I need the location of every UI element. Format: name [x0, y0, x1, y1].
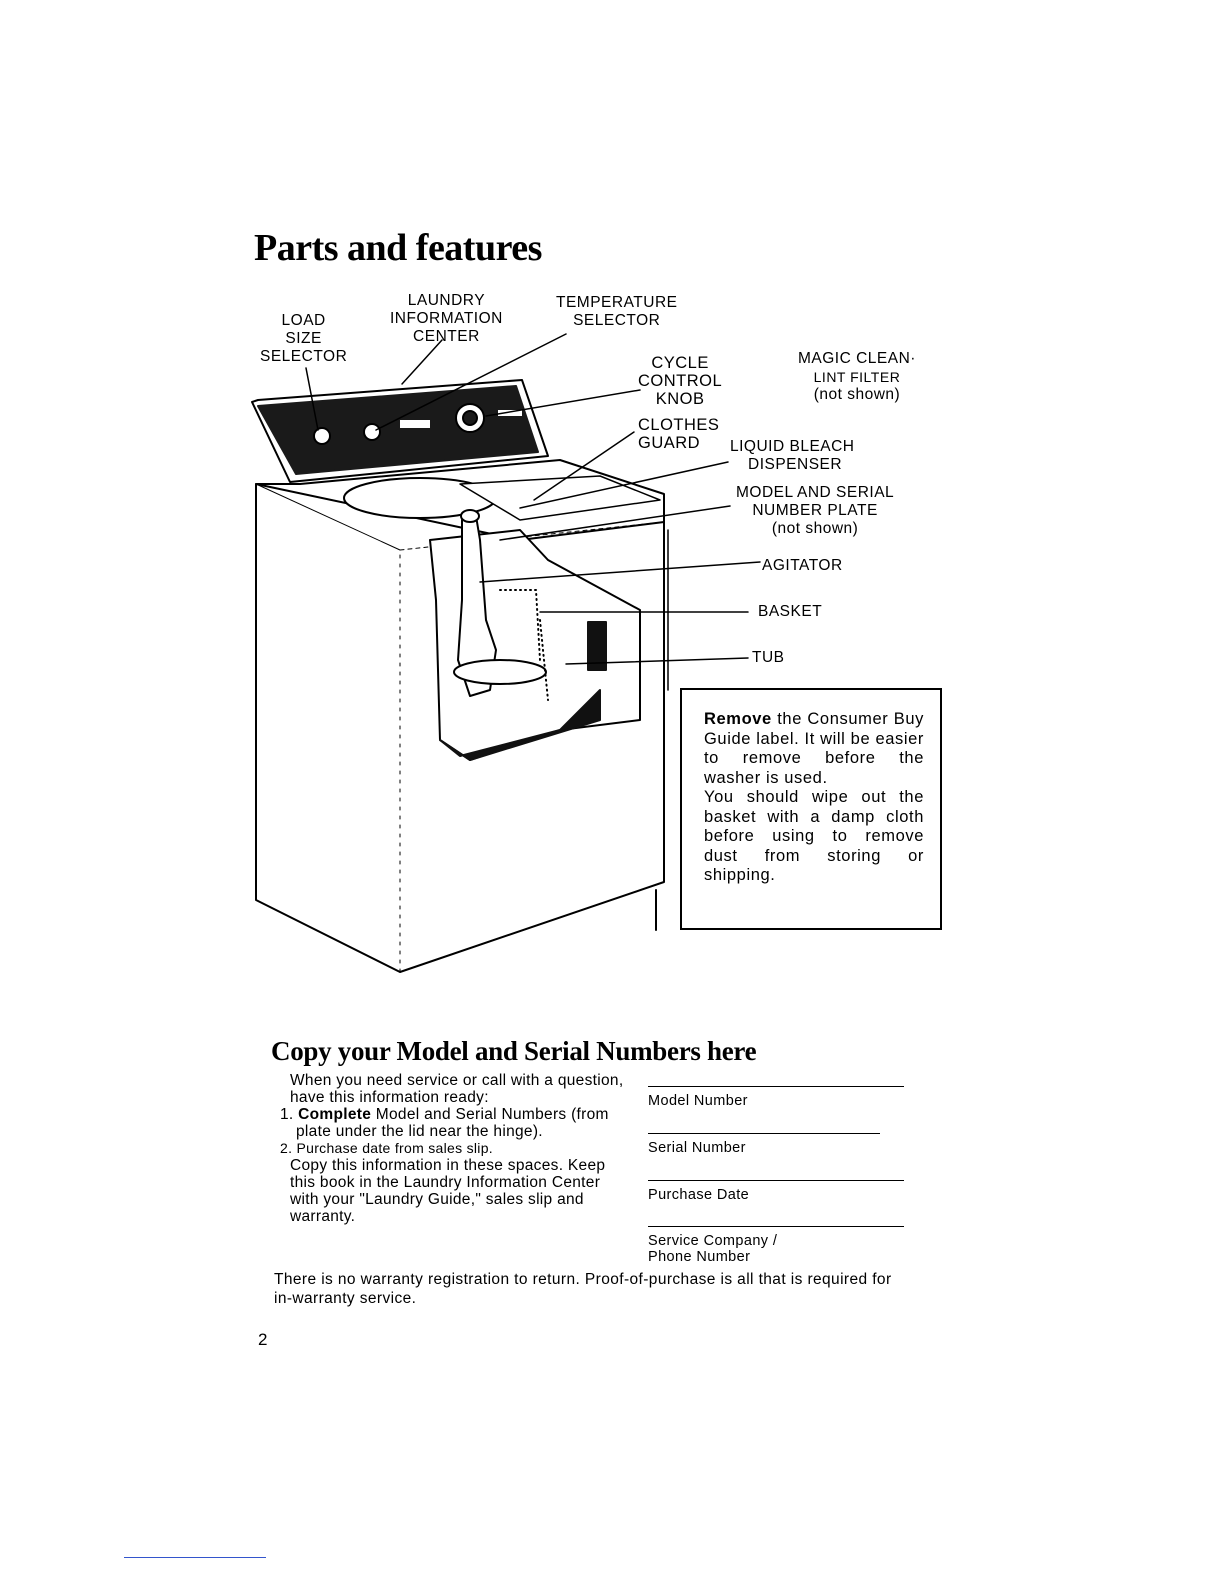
service-company-field[interactable]: Service Company / Phone Number	[648, 1226, 904, 1265]
label-tub: TUB	[752, 649, 785, 666]
notice-paragraph-2: You should wipe out the basket with a da…	[704, 788, 924, 884]
copy-item-2: 2. Purchase date from sales slip.	[280, 1140, 493, 1156]
service-company-label: Service Company /	[648, 1233, 778, 1249]
label-liquid-bleach-dispenser: LIQUID BLEACH DISPENSER	[730, 438, 855, 473]
warranty-note: There is no warranty registration to ret…	[274, 1271, 892, 1307]
page-title: Parts and features	[254, 227, 542, 269]
label-agitator: AGITATOR	[762, 557, 843, 574]
label-laundry-information-center: LAUNDRY INFORMATION CENTER	[390, 292, 503, 345]
purchase-date-label: Purchase Date	[648, 1187, 750, 1203]
label-magic-clean-lint-filter: MAGIC CLEAN· LINT FILTER (not shown)	[798, 350, 916, 403]
notice-remove-word: Remove	[704, 710, 772, 728]
temperature-knob	[363, 423, 381, 441]
notice-text: Remove the Consumer Buy Guide label. It …	[686, 710, 924, 886]
label-load-size-selector: LOAD SIZE SELECTOR	[260, 312, 348, 365]
footnote-rule	[124, 1557, 266, 1558]
purchase-date-field[interactable]: Purchase Date	[648, 1180, 904, 1203]
phone-number-label: Phone Number	[648, 1249, 751, 1265]
notice-box	[680, 688, 942, 930]
serial-number-label: Serial Number	[648, 1140, 746, 1156]
serial-number-field[interactable]: Serial Number	[648, 1133, 880, 1156]
model-number-label: Model Number	[648, 1093, 748, 1109]
copy-outro: Copy this information in these spaces. K…	[290, 1157, 606, 1225]
load-size-knob	[313, 427, 331, 445]
copy-item-1: 1. Complete Model and Serial Numbers (fr…	[280, 1106, 609, 1140]
notice-paragraph-1: the Consumer Buy Guide label. It will be…	[704, 710, 924, 787]
label-clothes-guard: CLOTHES GUARD	[638, 416, 720, 452]
copy-intro: When you need service or call with a que…	[290, 1072, 624, 1106]
model-number-field[interactable]: Model Number	[648, 1086, 904, 1109]
label-basket: BASKET	[758, 603, 823, 620]
label-temperature-selector: TEMPERATURE SELECTOR	[556, 294, 678, 329]
copy-section-body: When you need service or call with a que…	[272, 1072, 632, 1225]
label-cycle-control-knob: CYCLE CONTROL KNOB	[638, 354, 723, 408]
page-number: 2	[258, 1330, 268, 1349]
copy-section-title: Copy your Model and Serial Numbers here	[271, 1036, 757, 1066]
label-model-serial-plate: MODEL AND SERIAL NUMBER PLATE (not shown…	[736, 484, 895, 537]
